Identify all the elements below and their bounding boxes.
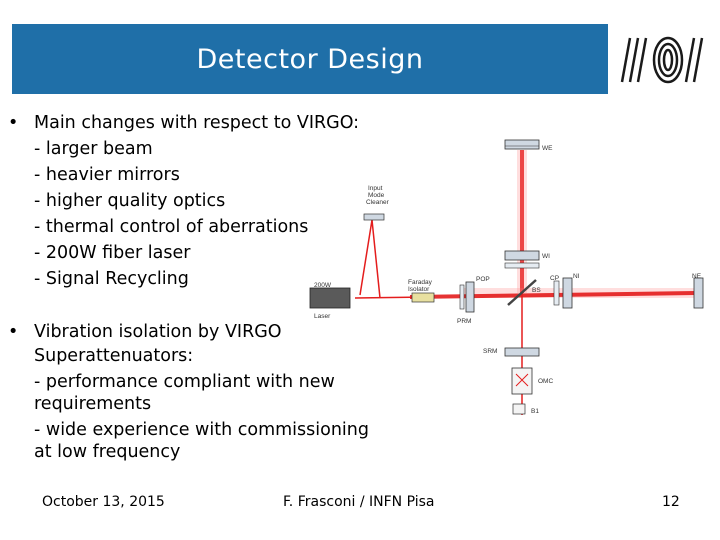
imc-label-3: Cleaner [366, 199, 390, 206]
wi-mirror [504, 250, 540, 261]
faraday-label-2: Isolator [408, 286, 430, 293]
ne-label: NE [692, 273, 702, 280]
bullet-dot: • [8, 113, 19, 133]
bullet-line: - wide experience with commissioning [34, 420, 369, 440]
sub-item: - 200W fiber laser [34, 243, 191, 263]
imc-mirror [363, 213, 385, 221]
b1-label: B1 [531, 408, 539, 415]
imc-label-2: Mode [368, 192, 385, 199]
ne-mirror [693, 277, 704, 309]
slide-title: Detector Design [196, 43, 424, 75]
bullet-line: requirements [34, 394, 152, 414]
pop-label: POP [476, 276, 490, 283]
faraday-label-1: Faraday [408, 279, 433, 286]
srm-mirror [504, 347, 540, 357]
north-arm-beam [409, 291, 696, 299]
title-bar: Detector Design [12, 24, 608, 94]
wi-label: WI [542, 253, 550, 260]
b1-photodiode [512, 403, 526, 415]
bs-label: BS [532, 287, 541, 294]
we-mirror [504, 139, 540, 150]
omc-label: OMC [538, 378, 553, 385]
sub-item: - higher quality optics [34, 191, 226, 211]
bullet-line: Vibration isolation by VIRGO [34, 322, 282, 342]
we-label: WE [542, 145, 553, 152]
beam-splitter [507, 279, 537, 306]
faraday-isolator [411, 292, 435, 303]
cp-plate [553, 280, 560, 306]
prm-mirror [465, 281, 475, 313]
bullet-line: - performance compliant with new [34, 372, 335, 392]
input-path [359, 219, 381, 299]
footer-date: October 13, 2015 [42, 494, 165, 510]
imc-label-1: Input [368, 185, 383, 192]
footer-page-number: 12 [662, 494, 680, 510]
laser-label: Laser [314, 313, 331, 320]
bullet-dot: • [8, 322, 19, 342]
bullet-line: Superattenuators: [34, 346, 194, 366]
ni-label: NI [573, 273, 580, 280]
sub-item: - thermal control of aberrations [34, 217, 309, 237]
optical-layout-diagram: WE WI BS CP NI NE POP PRM SRM OMC B1 Far… [309, 139, 704, 415]
sub-item: - larger beam [34, 139, 153, 159]
omc-box [511, 367, 533, 395]
ni-mirror [562, 277, 573, 309]
ego-logo-icon [620, 36, 704, 84]
laser-power-label: 200W [314, 282, 332, 289]
prm-label: PRM [457, 318, 471, 325]
sub-item: - heavier mirrors [34, 165, 180, 185]
footer-author: F. Frasconi / INFN Pisa [283, 494, 435, 510]
laser-box [309, 287, 351, 309]
bullet-text: Main changes with respect to VIRGO: [34, 113, 360, 133]
sub-item: - Signal Recycling [34, 269, 189, 289]
srm-label: SRM [483, 348, 497, 355]
bullet-line: at low frequency [34, 442, 181, 462]
pop-plate [459, 284, 465, 310]
cp-label: CP [550, 275, 559, 282]
